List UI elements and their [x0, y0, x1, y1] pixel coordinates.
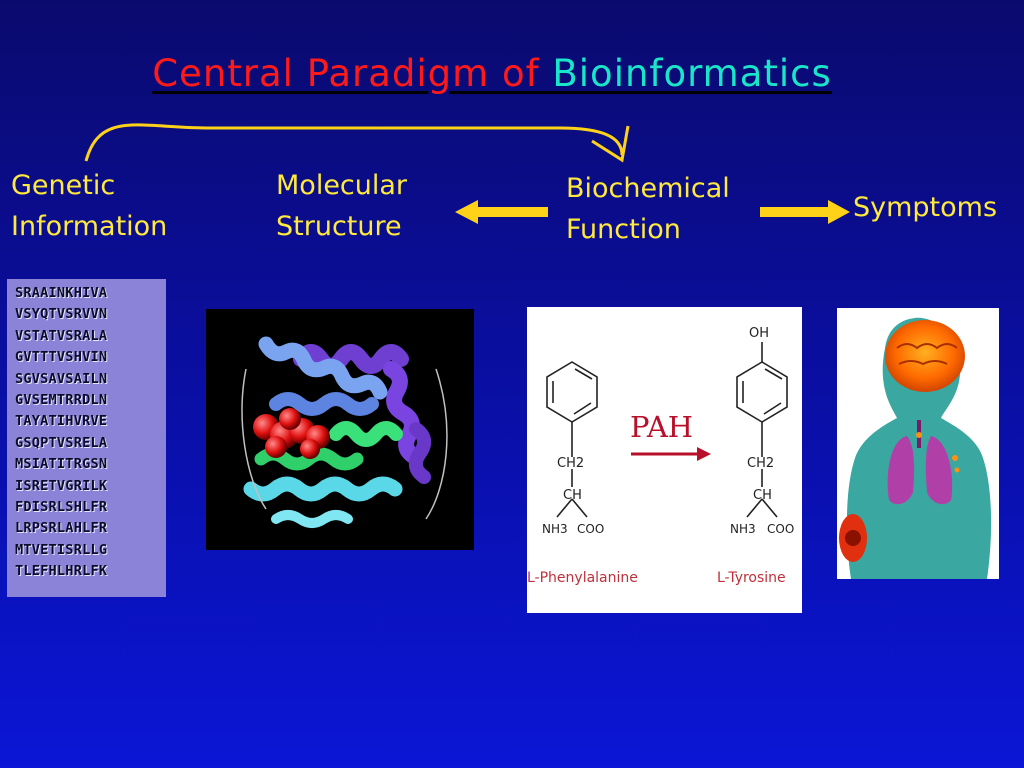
label-biochemical-line-2: Function	[566, 214, 681, 245]
label-biochemical-function: Biochemical Function	[566, 168, 730, 250]
right-ch: CH	[753, 488, 772, 503]
sequence-line: GSQPTVSRELA	[15, 434, 108, 451]
sequence-line: MSIATITRGSN	[15, 456, 108, 473]
label-genetic-information: Genetic Information	[11, 165, 167, 247]
curved-arrowhead-icon	[591, 125, 630, 163]
left-arrow-icon	[455, 200, 548, 224]
sequence-line: LRPSRLAHLFR	[15, 520, 108, 537]
product-name: L-Tyrosine	[717, 570, 786, 586]
sequence-line: TAYATIHVRVE	[15, 413, 108, 430]
body-silhouette	[846, 317, 992, 579]
label-molecular-line-1: Molecular	[276, 170, 408, 201]
label-genetic-line-2: Information	[11, 211, 168, 242]
enzyme-label: PAH	[630, 410, 693, 444]
sequence-line: GVSEMTRRDLN	[15, 392, 108, 409]
slide-title: Central Paradigm of Bioinformatics	[0, 52, 984, 95]
right-oh: OH	[749, 326, 769, 341]
substrate-name: L-Phenylalanine	[527, 570, 638, 586]
body-anatomy-image	[837, 308, 999, 579]
sequence-line: TLEFHLHRLFK	[15, 563, 108, 580]
sequence-line: MTVETISRLLG	[15, 541, 108, 558]
sequence-panel: SRAAINKHIVA VSYQTVSRVVN VSTATVSRALA GVTT…	[7, 279, 166, 597]
sequence-line: VSYQTVSRVVN	[15, 306, 108, 323]
label-molecular-line-2: Structure	[276, 211, 402, 242]
label-genetic-line-1: Genetic	[11, 170, 116, 201]
lung-right-icon	[925, 436, 953, 505]
label-biochemical-line-1: Biochemical	[566, 173, 730, 204]
sequence-line: SGVSAVSAILN	[15, 370, 108, 387]
right-nh3: NH3	[730, 522, 756, 536]
sequence-line: GVTTTVSHVIN	[15, 349, 108, 366]
benzene-ring-left	[546, 361, 598, 518]
lung-left-icon	[887, 436, 915, 505]
sequence-line: VSTATVSRALA	[15, 327, 108, 344]
protein-structure-image	[206, 309, 474, 550]
curved-arrow-icon	[84, 123, 624, 162]
sequence-line: FDISRLSHLFR	[15, 499, 108, 516]
right-arrow-icon	[760, 200, 850, 224]
left-nh3: NH3	[542, 522, 568, 536]
pah-reaction-image: CH2 CH NH3 COO PAH OH CH2 CH NH3 COO L-P…	[527, 307, 802, 613]
right-ch2: CH2	[747, 456, 774, 471]
title-part-2: Bioinformatics	[552, 52, 832, 95]
left-coo: COO	[577, 522, 604, 536]
sequence-line: SRAAINKHIVA	[15, 285, 108, 301]
left-ch2: CH2	[557, 456, 584, 471]
left-ch: CH	[563, 488, 582, 503]
label-symptoms: Symptoms	[853, 192, 998, 223]
brain-icon	[885, 320, 965, 392]
benzene-ring-right	[736, 342, 788, 518]
right-coo: COO	[767, 522, 794, 536]
label-molecular-structure: Molecular Structure	[276, 165, 407, 247]
title-part-1: Central Paradigm of	[152, 52, 553, 95]
sequence-line: ISRETVGRILK	[15, 477, 108, 494]
reaction-arrow-icon	[631, 447, 711, 461]
